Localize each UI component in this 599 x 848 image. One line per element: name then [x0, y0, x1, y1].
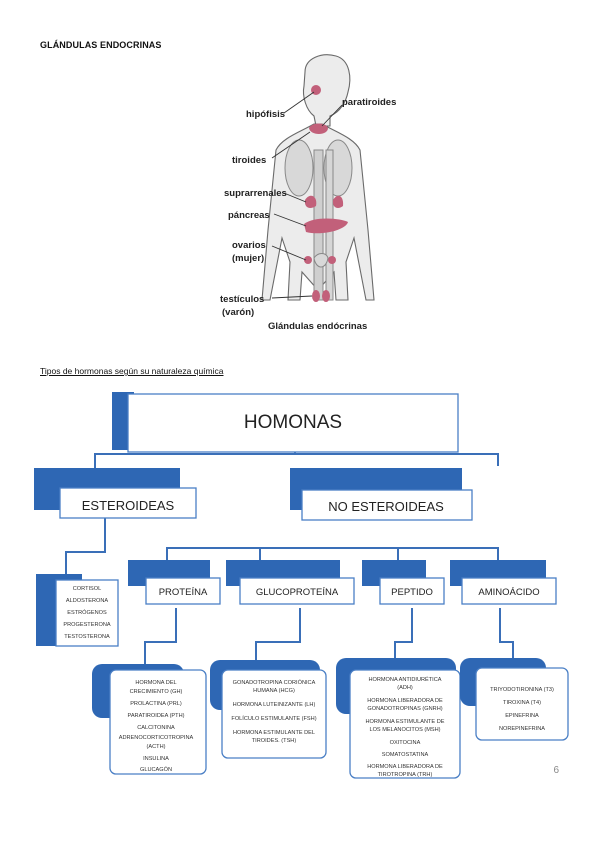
svg-text:NO ESTEROIDEAS: NO ESTEROIDEAS [328, 499, 444, 514]
svg-text:ALDOSTERONA: ALDOSTERONA [66, 598, 109, 604]
proteina-list: HORMONA DEL CRECIMIENTO (GH) PROLACTINA … [92, 664, 207, 775]
page-number: 6 [553, 765, 559, 776]
svg-text:HUMANA (HCG): HUMANA (HCG) [253, 688, 295, 694]
svg-text:PROTEÍNA: PROTEÍNA [159, 587, 208, 598]
page-heading: GLÁNDULAS ENDOCRINAS [40, 40, 162, 50]
svg-text:PEPTIDO: PEPTIDO [391, 587, 433, 598]
svg-text:HORMONA ESTIMULANTE DE: HORMONA ESTIMULANTE DE [366, 719, 445, 725]
svg-text:GLUCOPROTEÍNA: GLUCOPROTEÍNA [256, 587, 339, 598]
label-hipofisis: hipófisis [246, 109, 285, 120]
peptido-list: HORMONA ANTIDIURÉTICA (ADH) HORMONA LIBE… [336, 658, 461, 779]
svg-text:TIROXINA (T4): TIROXINA (T4) [503, 700, 541, 706]
svg-text:HORMONA LUTEINIZANTE (LH): HORMONA LUTEINIZANTE (LH) [233, 702, 316, 708]
svg-text:TRIYODOTIRONINA (T3): TRIYODOTIRONINA (T3) [490, 687, 554, 693]
svg-text:PROLACTINA (PRL): PROLACTINA (PRL) [130, 701, 182, 707]
root-node: HOMONAS [112, 392, 459, 453]
svg-text:AMINOÁCIDO: AMINOÁCIDO [478, 587, 539, 598]
svg-text:OXITOCINA: OXITOCINA [390, 740, 421, 746]
svg-text:HOMONAS: HOMONAS [244, 412, 342, 433]
svg-text:GONADOTROPINA CORIÓNICA: GONADOTROPINA CORIÓNICA [233, 679, 316, 686]
aminoacido-list: TRIYODOTIRONINA (T3) TIROXINA (T4) EPINE… [460, 658, 569, 741]
endocrine-glands-figure: hipófisis paratiroides tiroides suprarre… [220, 54, 396, 332]
svg-text:CORTISOL: CORTISOL [73, 586, 102, 592]
label-suprarrenales: suprarrenales [224, 188, 287, 199]
svg-text:GONADOTROPINAS (GNRH): GONADOTROPINAS (GNRH) [367, 706, 442, 712]
svg-text:CRECIMIENTO (GH): CRECIMIENTO (GH) [130, 689, 183, 695]
svg-text:TIROTROPINA (TRH): TIROTROPINA (TRH) [378, 772, 433, 778]
label-testiculos-sub: (varón) [222, 307, 254, 318]
steroid-list: CORTISOL ALDOSTERONA ESTRÓGENOS PROGESTE… [36, 574, 119, 647]
svg-text:(ACTH): (ACTH) [147, 744, 166, 750]
svg-text:NOREPINEFRINA: NOREPINEFRINA [499, 726, 545, 732]
svg-text:ADRENOCORTICOTROPINA: ADRENOCORTICOTROPINA [119, 735, 194, 741]
hormone-classification-diagram: HOMONAS ESTEROIDEAS NO ESTEROIDEAS CORTI… [34, 392, 569, 779]
glucoproteina-list: GONADOTROPINA CORIÓNICA HUMANA (HCG) HOR… [210, 660, 327, 759]
category-peptido: PEPTIDO [362, 560, 445, 605]
svg-text:(ADH): (ADH) [397, 685, 413, 691]
section-subheading: Tipos de hormonas según su naturaleza qu… [40, 366, 224, 376]
svg-text:INSULINA: INSULINA [143, 756, 169, 762]
svg-text:PROGESTERONA: PROGESTERONA [63, 622, 111, 628]
organs [284, 85, 353, 302]
svg-text:HORMONA ANTIDIURÉTICA: HORMONA ANTIDIURÉTICA [368, 676, 441, 683]
category-glucoproteina: GLUCOPROTEÍNA [226, 560, 355, 605]
svg-text:TESTOSTERONA: TESTOSTERONA [64, 634, 110, 640]
label-ovarios: ovarios [232, 240, 266, 251]
figure-caption: Glándulas endócrinas [268, 321, 367, 332]
label-tiroides: tiroides [232, 155, 266, 166]
svg-text:TIROIDES. (TSH): TIROIDES. (TSH) [252, 738, 297, 744]
svg-text:CALCITONINA: CALCITONINA [137, 725, 175, 731]
label-paratiroides: paratiroides [342, 97, 396, 108]
pointer-lines [271, 91, 343, 299]
label-testiculos: testículos [220, 294, 264, 305]
svg-text:HORMONA LIBERADORA DE: HORMONA LIBERADORA DE [367, 698, 443, 704]
svg-text:HORMONA ESTIMULANTE DEL: HORMONA ESTIMULANTE DEL [233, 730, 315, 736]
svg-text:LOS MELANOCITOS (MSH): LOS MELANOCITOS (MSH) [369, 727, 440, 733]
category-aminoacido: AMINOÁCIDO [450, 560, 557, 605]
category-proteina: PROTEÍNA [128, 560, 221, 605]
svg-text:HORMONA LIBERADORA DE: HORMONA LIBERADORA DE [367, 764, 443, 770]
svg-text:SOMATOSTATINA: SOMATOSTATINA [382, 752, 429, 758]
non-steroid-branch-node: NO ESTEROIDEAS [290, 468, 473, 521]
svg-text:PARATIROIDEA (PTH): PARATIROIDEA (PTH) [128, 713, 185, 719]
label-ovarios-sub: (mujer) [232, 253, 264, 264]
svg-text:GLUCAGÓN: GLUCAGÓN [140, 766, 172, 773]
svg-text:ESTEROIDEAS: ESTEROIDEAS [82, 498, 175, 513]
label-pancreas: páncreas [228, 210, 270, 221]
svg-text:EPINEFRINA: EPINEFRINA [505, 713, 539, 719]
svg-text:HORMONA DEL: HORMONA DEL [135, 680, 176, 686]
svg-text:FOLÍCULO ESTIMULANTE (FSH): FOLÍCULO ESTIMULANTE (FSH) [231, 715, 316, 722]
svg-text:ESTRÓGENOS: ESTRÓGENOS [67, 609, 107, 616]
steroid-branch-node: ESTEROIDEAS [34, 468, 197, 519]
